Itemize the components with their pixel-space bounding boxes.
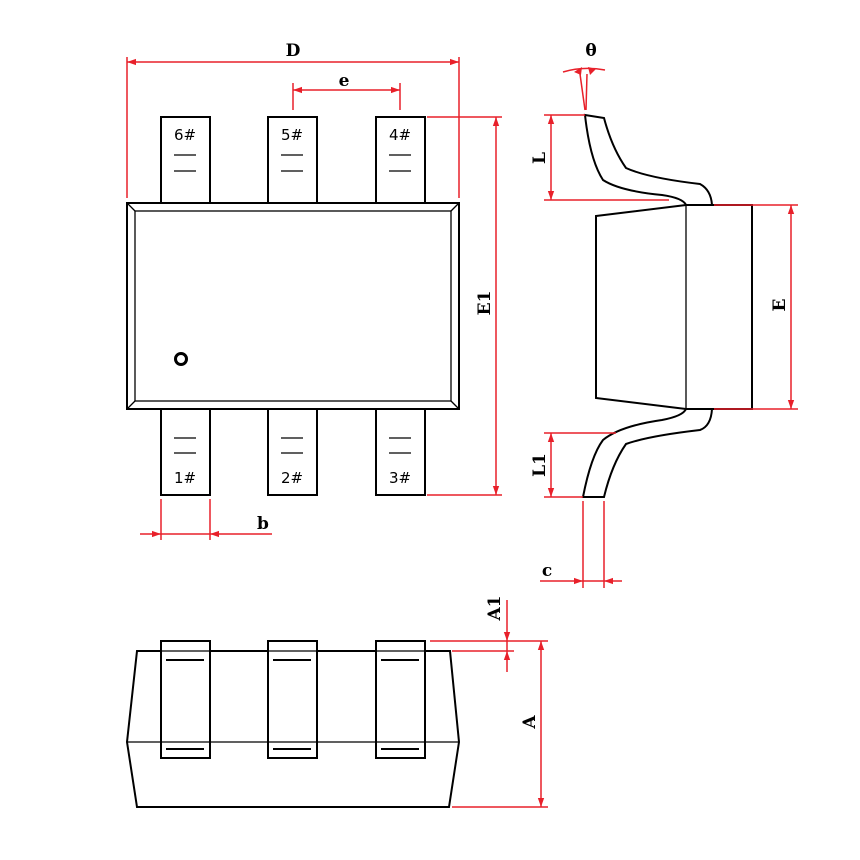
dimension-d: D xyxy=(126,41,460,198)
pin-label-1: 1# xyxy=(174,469,196,487)
dimension-label-l1: L1 xyxy=(530,453,550,477)
pin-label-6: 6# xyxy=(174,126,196,144)
dimension-e-body: E xyxy=(714,204,798,410)
front-lead-1 xyxy=(160,640,211,759)
dimension-l1: L1 xyxy=(530,432,616,498)
dimension-label-e-body: E xyxy=(770,298,790,311)
pin-label-5: 5# xyxy=(281,126,303,144)
dimension-label-b: b xyxy=(257,514,269,534)
dimension-label-d: D xyxy=(286,41,301,61)
pin-4: 4# xyxy=(375,116,426,206)
front-lead-2 xyxy=(267,640,318,759)
dimension-theta: θ xyxy=(562,41,606,111)
dimension-l: L xyxy=(530,114,669,201)
lower-lead xyxy=(581,408,714,498)
dimension-label-e1: E1 xyxy=(475,291,495,316)
dimension-label-e-pitch: e xyxy=(339,71,350,91)
front-view: A1 A xyxy=(125,595,548,808)
upper-lead xyxy=(583,113,714,206)
side-body xyxy=(595,204,753,410)
dimension-label-c: c xyxy=(542,561,552,581)
pin-label-2: 2# xyxy=(281,469,303,487)
pin-1: 1# xyxy=(160,404,211,496)
front-lead-3 xyxy=(375,640,426,759)
dimension-b: b xyxy=(140,499,272,540)
pin-2: 2# xyxy=(267,404,318,496)
package-body xyxy=(126,202,460,410)
dimension-c: c xyxy=(540,501,622,588)
side-view: θ L E L1 c xyxy=(530,41,798,588)
top-view: 6# 5# 4# 1# 2# xyxy=(126,41,502,540)
dimension-e-pitch: e xyxy=(292,71,401,110)
pin-3: 3# xyxy=(375,404,426,496)
dimension-label-theta: θ xyxy=(585,41,596,61)
pin-6: 6# xyxy=(160,116,211,206)
pin-label-4: 4# xyxy=(389,126,411,144)
dimension-label-l: L xyxy=(530,152,550,164)
dimension-label-a: A xyxy=(520,715,540,730)
dimension-a: A xyxy=(452,641,548,808)
pin1-indicator xyxy=(174,352,188,366)
dimension-label-a1: A1 xyxy=(485,595,505,621)
pin-label-3: 3# xyxy=(389,469,411,487)
pin-5: 5# xyxy=(267,116,318,206)
dimension-a1: A1 xyxy=(430,595,548,672)
dimension-e1: E1 xyxy=(427,116,502,496)
